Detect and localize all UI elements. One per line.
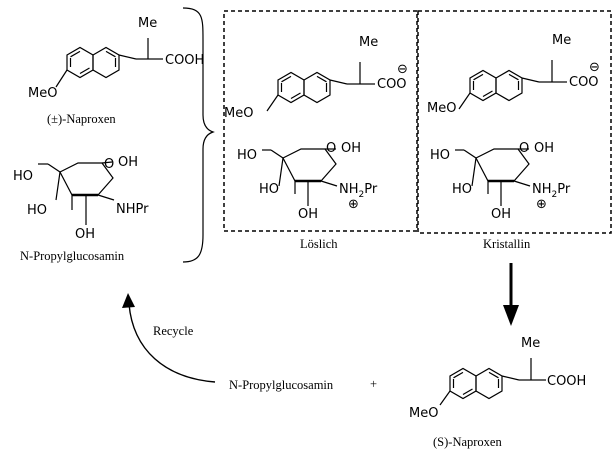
oh-label: OH (534, 141, 554, 156)
ring-oxygen-label: O (519, 141, 529, 156)
plus-sign: + (370, 377, 377, 391)
negative-charge-icon: ⊖ (397, 62, 408, 77)
soluble-salt-box (223, 10, 418, 232)
glucosamine-label: N-Propylglucosamin (20, 249, 125, 263)
recycle-label: Recycle (153, 324, 194, 338)
ring-oxygen-label: O (326, 141, 336, 156)
oh-label: OH (491, 207, 511, 222)
oh-label: OH (341, 141, 361, 156)
methyl-label: Me (521, 336, 540, 351)
racemic-naproxen-label: (±)-Naproxen (47, 112, 116, 126)
nh2pr-label: NH2Pr (532, 182, 571, 200)
ho-label: HO (237, 148, 257, 163)
methyl-label: Me (359, 35, 378, 50)
methoxy-label: MeO (224, 106, 253, 121)
oh-label: OH (118, 155, 138, 170)
ho-label: HO (452, 182, 472, 197)
crystalline-salt-structure: Me COO ⊖ MeO HO O OH HO NH2Pr ⊕ OH (427, 33, 600, 222)
cooh-label: COOH (165, 53, 204, 68)
oh-label: OH (75, 227, 95, 242)
soluble-label: Löslich (300, 237, 338, 251)
methyl-label: Me (552, 33, 571, 48)
nh2pr-label: NH2Pr (339, 182, 378, 200)
recovered-glucosamine-label: N-Propylglucosamin (229, 378, 334, 392)
ring-oxygen-label: O (104, 157, 114, 172)
recycle-arrow-icon (122, 293, 216, 383)
methoxy-label: MeO (427, 101, 456, 116)
crystalline-salt-box (417, 10, 612, 234)
down-arrow-icon (503, 263, 519, 326)
ho-label: HO (27, 203, 47, 218)
oh-label: OH (298, 207, 318, 222)
methoxy-label: MeO (28, 86, 57, 101)
carboxylate-label: COO (569, 75, 599, 90)
positive-charge-icon: ⊕ (348, 197, 359, 212)
positive-charge-icon: ⊕ (536, 197, 547, 212)
s-naproxen-structure: Me COOH MeO (409, 336, 586, 421)
cooh-label: COOH (547, 374, 586, 389)
ho-label: HO (430, 148, 450, 163)
glucosamine-structure: HO O OH HO NHPr OH (13, 155, 149, 242)
ho-label: HO (13, 169, 33, 184)
carboxylate-label: COO (377, 77, 407, 92)
s-naproxen-label: (S)-Naproxen (433, 435, 502, 449)
nhpr-label: NHPr (116, 202, 149, 217)
methyl-label: Me (138, 16, 157, 31)
racemic-naproxen-structure: Me COOH MeO (28, 16, 204, 101)
ho-label: HO (259, 182, 279, 197)
negative-charge-icon: ⊖ (589, 60, 600, 75)
methoxy-label: MeO (409, 406, 438, 421)
curly-brace (182, 7, 215, 263)
crystalline-label: Kristallin (483, 237, 531, 251)
soluble-salt-structure: Me COO ⊖ MeO HO O OH HO NH2Pr ⊕ OH (224, 35, 408, 222)
